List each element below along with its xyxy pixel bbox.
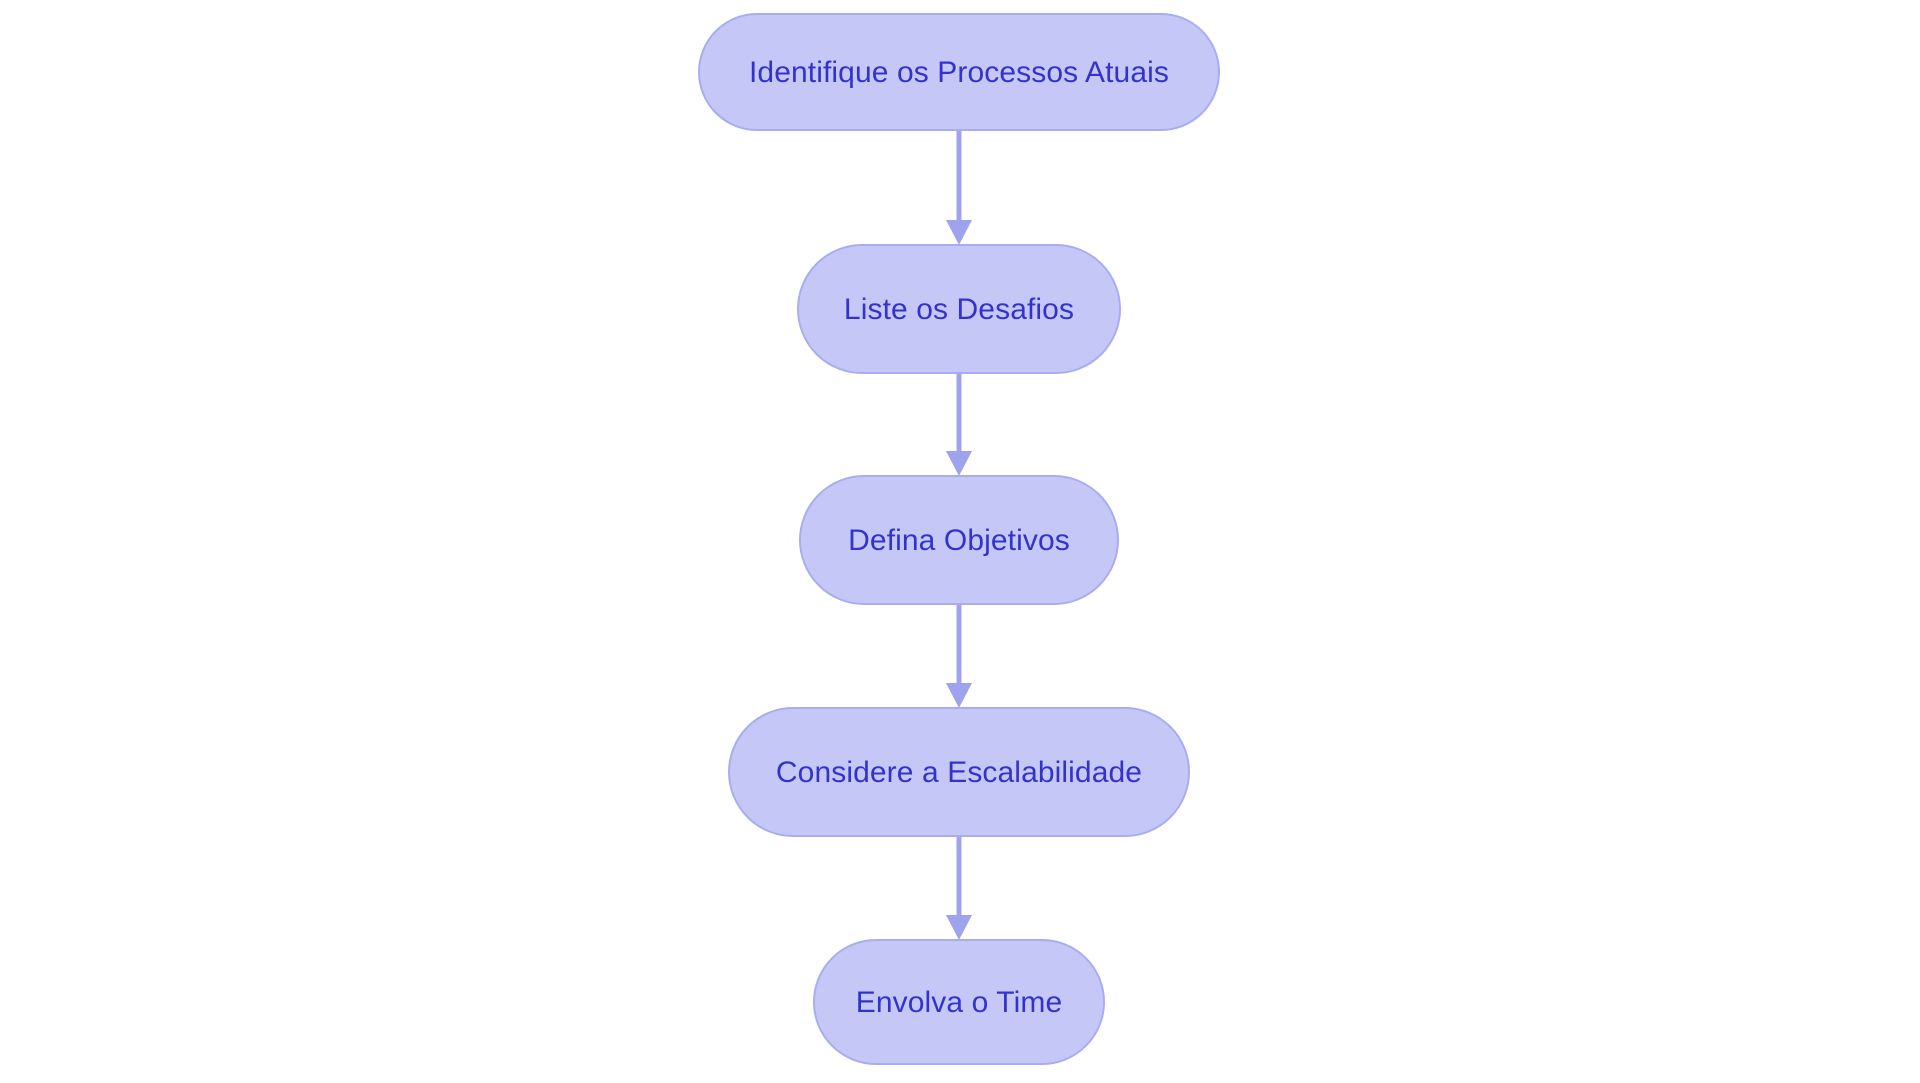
node-group: Identifique os Processos Atuais Liste os… xyxy=(698,13,1220,1065)
node-shape[interactable] xyxy=(797,244,1121,374)
connector-node-4-to-node-5 xyxy=(946,836,972,940)
arrowhead-icon xyxy=(946,683,972,708)
flow-node-liste-os-desafios[interactable]: Liste os Desafios xyxy=(797,244,1121,374)
node-shape[interactable] xyxy=(698,13,1220,131)
node-label: Liste os Desafios xyxy=(844,293,1074,326)
connector-node-3-to-node-4 xyxy=(946,604,972,708)
connector-node-1-to-node-2 xyxy=(946,130,972,245)
connector-node-2-to-node-3 xyxy=(946,373,972,476)
node-shape[interactable] xyxy=(728,707,1190,837)
node-label: Considere a Escalabilidade xyxy=(776,756,1142,789)
arrowhead-icon xyxy=(946,451,972,476)
flow-node-identifique-os-processos-atuais[interactable]: Identifique os Processos Atuais xyxy=(698,13,1220,131)
flow-node-envolva-o-time[interactable]: Envolva o Time xyxy=(813,939,1105,1065)
arrowhead-icon xyxy=(946,220,972,245)
connector-group xyxy=(946,130,972,940)
node-label: Defina Objetivos xyxy=(848,524,1070,557)
arrowhead-icon xyxy=(946,915,972,940)
flow-node-considere-a-escalabilidade[interactable]: Considere a Escalabilidade xyxy=(728,707,1190,837)
node-shape[interactable] xyxy=(813,939,1105,1065)
flow-node-defina-objetivos[interactable]: Defina Objetivos xyxy=(799,475,1119,605)
node-shape[interactable] xyxy=(799,475,1119,605)
node-label: Identifique os Processos Atuais xyxy=(749,56,1169,89)
node-label: Envolva o Time xyxy=(856,986,1063,1019)
